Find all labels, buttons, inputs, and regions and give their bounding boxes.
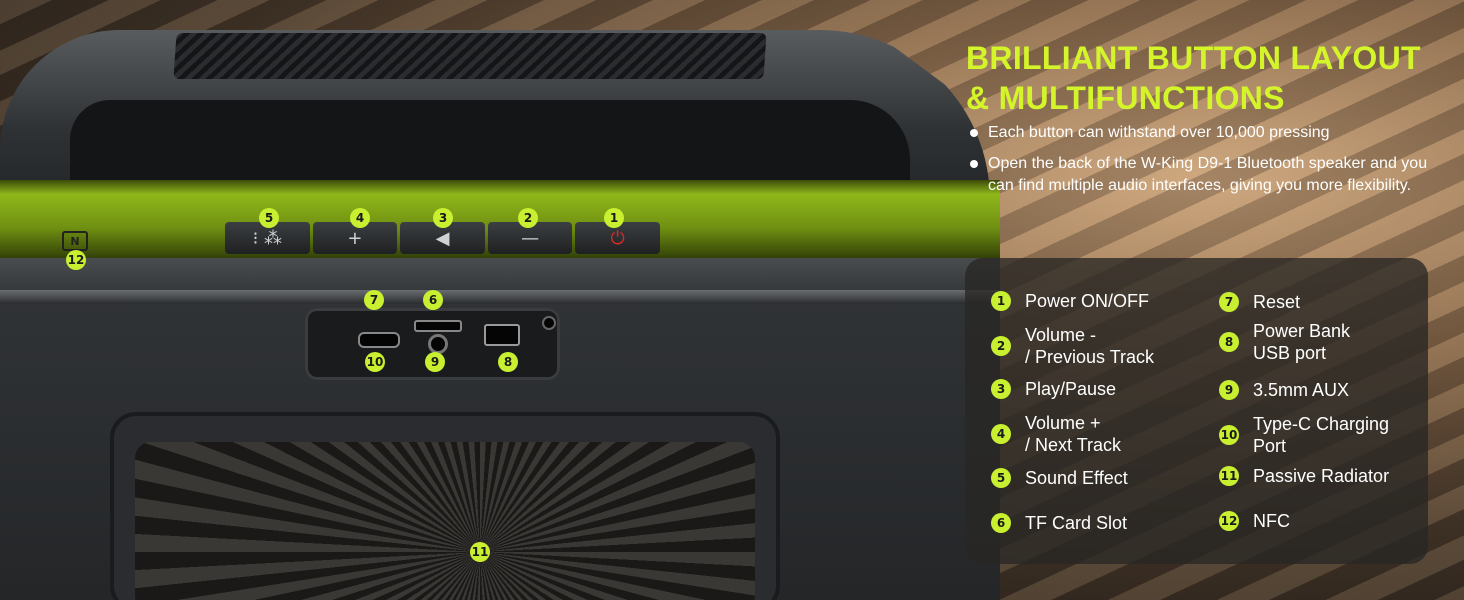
legend-item-11: 11 Passive Radiator — [1219, 465, 1389, 487]
legend-item-6: 6 TF Card Slot — [991, 512, 1127, 534]
legend-label: 3.5mm AUX — [1253, 380, 1350, 400]
legend-item-5: 5 Sound Effect — [991, 467, 1128, 489]
legend-number: 9 — [1219, 380, 1239, 400]
legend-panel — [965, 258, 1428, 564]
usb-c-port — [358, 332, 400, 348]
feature-bullets: Each button can withstand over 10,000 pr… — [968, 122, 1438, 206]
legend-number: 8 — [1219, 332, 1239, 352]
reset-hole — [542, 316, 556, 330]
legend-label: Volume + / Next Track — [1025, 413, 1122, 455]
legend-item-2: 2 Volume - / Previous Track — [991, 324, 1154, 368]
legend-item-4: 4 Volume + / Next Track — [991, 412, 1121, 456]
marker-4: 4 — [350, 208, 370, 228]
legend-number: 3 — [991, 379, 1011, 399]
legend-number: 6 — [991, 513, 1011, 533]
legend-number: 4 — [991, 424, 1011, 444]
legend-item-3: 3 Play/Pause — [991, 378, 1116, 400]
nfc-icon: N — [62, 231, 88, 251]
headline-line-1: BRILLIANT BUTTON LAYOUT — [966, 40, 1421, 76]
legend-item-7: 7 Reset — [1219, 291, 1300, 313]
volume-up-button[interactable]: + — [312, 222, 398, 254]
legend-label: Power ON/OFF — [1025, 291, 1150, 311]
legend-number: 5 — [991, 468, 1011, 488]
bullet-item: Each button can withstand over 10,000 pr… — [968, 122, 1438, 144]
legend-label: Play/Pause — [1025, 379, 1117, 399]
legend-number: 7 — [1219, 292, 1239, 312]
marker-8: 8 — [498, 352, 518, 372]
aux-jack — [428, 334, 448, 354]
legend-number: 10 — [1219, 425, 1239, 445]
marker-11: 11 — [470, 542, 490, 562]
legend-item-12: 12 NFC — [1219, 510, 1290, 532]
legend-number: 12 — [1219, 511, 1239, 531]
marker-1: 1 — [604, 208, 624, 228]
passive-radiator — [135, 442, 755, 600]
marker-2: 2 — [518, 208, 538, 228]
legend-label: Sound Effect — [1025, 468, 1128, 488]
marker-3: 3 — [433, 208, 453, 228]
legend-item-9: 9 3.5mm AUX — [1219, 379, 1349, 401]
legend-item-1: 1 Power ON/OFF — [991, 290, 1149, 312]
legend-item-8: 8 Power Bank USB port — [1219, 320, 1350, 364]
bullet-item: Open the back of the W-King D9-1 Bluetoo… — [968, 153, 1438, 197]
legend-label: TF Card Slot — [1025, 513, 1128, 533]
marker-5: 5 — [259, 208, 279, 228]
marker-10: 10 — [365, 352, 385, 372]
legend-label: Volume - / Previous Track — [1025, 325, 1155, 367]
legend-label: NFC — [1253, 511, 1290, 531]
speaker-bevel — [0, 290, 1000, 304]
marker-7: 7 — [364, 290, 384, 310]
marker-9: 9 — [425, 352, 445, 372]
power-button[interactable]: ⏻ — [575, 222, 660, 254]
legend-number: 11 — [1219, 466, 1239, 486]
handle-grip — [173, 33, 767, 79]
usb-a-port — [484, 324, 520, 346]
tf-card-slot — [414, 320, 462, 332]
marker-6: 6 — [423, 290, 443, 310]
marker-12: 12 — [66, 250, 86, 270]
legend-label: Power Bank USB port — [1253, 321, 1351, 363]
headline-line-2: & MULTIFUNCTIONS — [966, 80, 1285, 116]
legend-number: 1 — [991, 291, 1011, 311]
legend-number: 2 — [991, 336, 1011, 356]
legend-label: Reset — [1253, 292, 1301, 312]
legend-item-10: 10 Type-C Charging Port — [1219, 413, 1389, 457]
legend-label: Type-C Charging Port — [1253, 414, 1390, 456]
headline: BRILLIANT BUTTON LAYOUT & MULTIFUNCTIONS — [966, 38, 1446, 118]
legend-label: Passive Radiator — [1253, 466, 1390, 486]
